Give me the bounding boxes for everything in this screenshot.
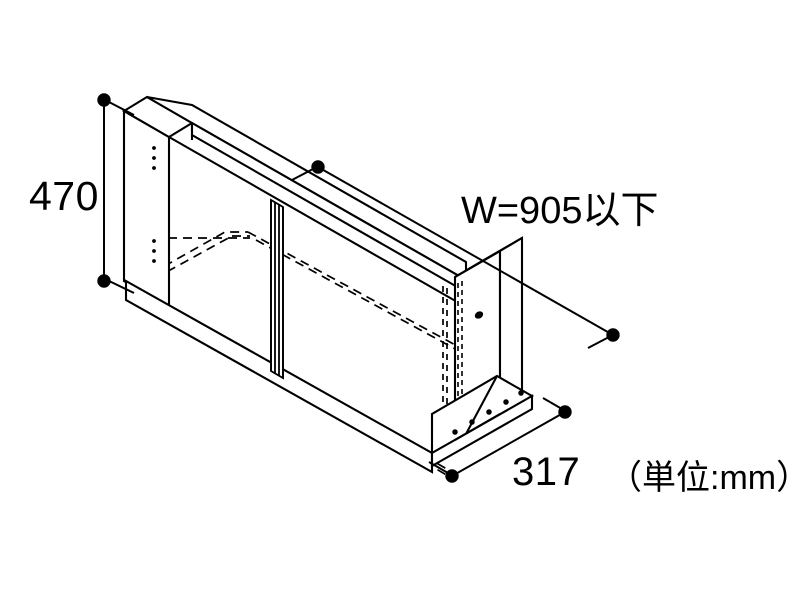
- left-side-panel: [121, 95, 195, 309]
- bottom-shelf: [126, 278, 530, 453]
- dimension-dot-depth-left: [445, 469, 459, 483]
- dimension-label-height: 470: [29, 173, 99, 219]
- center-divider-panel: [270, 198, 284, 380]
- top-rail: [146, 95, 468, 294]
- dimension-width: [291, 160, 620, 349]
- screw-hole-upper: [474, 311, 484, 319]
- dimension-dot-width-left: [311, 160, 325, 174]
- dimension-height: [97, 93, 135, 294]
- dimension-dot-depth-right: [558, 405, 572, 419]
- dimension-dot-top: [97, 93, 111, 107]
- unit-note: （単位:mm）: [608, 459, 800, 497]
- dimension-dot-width-right: [606, 328, 620, 342]
- dimension-label-depth: 317: [512, 450, 581, 494]
- right-panel-base: [454, 375, 501, 441]
- dimension-dot-bottom: [97, 274, 111, 288]
- dimension-depth: [428, 397, 572, 483]
- dimension-label-width: W=905以下: [461, 190, 659, 232]
